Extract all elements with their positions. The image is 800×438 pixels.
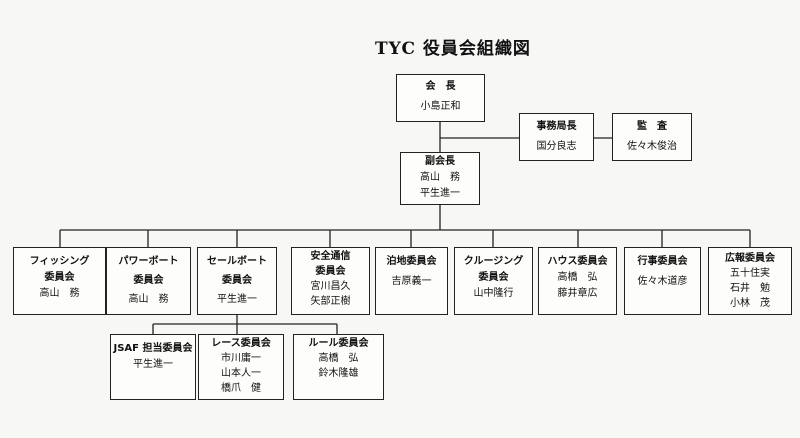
vice-chair-member: 平生進一 [420,188,460,199]
committee-safety-comm: 安全通信 委員会 宮川昌久 矢部正樹 [291,247,370,315]
committee-title: 委員会 [478,272,509,283]
committee-title: 安全通信 [310,251,351,262]
committee-title: 広報委員会 [725,253,775,264]
subcommittee-title: レース委員会 [211,338,271,349]
committee-title: 委員会 [133,275,164,286]
subcommittee-rules: ルール委員会 高橋 弘 鈴木隆雄 [293,334,384,400]
auditor-member: 佐々木俊治 [627,141,677,152]
committee-member: 高橋 弘 [557,272,598,283]
subcommittee-member: 高橋 弘 [318,353,359,364]
chair-title: 会 長 [425,81,456,92]
chair-member: 小島正和 [420,101,461,112]
committee-member: 高山 務 [128,294,169,305]
subcommittee-title: ルール委員会 [308,338,369,349]
chart-title: TYC 役員会組織図 [375,39,531,59]
committee-member: 矢部正樹 [310,296,351,307]
committee-member: 小林 茂 [730,298,770,309]
committee-title: パワーボート [118,256,179,267]
auditor-title: 監 査 [637,121,667,132]
committee-member: 平生進一 [217,294,257,305]
secretariat-title: 事務局長 [536,121,577,132]
committee-title: 委員会 [222,275,252,286]
committee-member: 佐々木道彦 [637,276,688,287]
committee-fishing: フィッシング 委員会 高山 務 [13,247,106,315]
committee-cruising: クルージング 委員会 山中隆行 [454,247,533,315]
committee-title: フィッシング [29,256,90,267]
committee-title: 泊地委員会 [386,256,437,267]
subcommittee-race: レース委員会 市川庸一 山本人一 橋爪 健 [198,334,284,400]
committee-member: 高山 務 [39,288,80,299]
committee-title: セールボート [207,256,267,267]
vice-chair-title: 副会長 [425,156,455,167]
committee-title: クルージング [463,256,524,267]
subcommittee-member: 平生進一 [133,359,173,370]
secretariat-member: 国分良志 [536,141,577,152]
committee-events: 行事委員会 佐々木道彦 [624,247,701,315]
committee-member: 吉原義一 [391,276,432,287]
auditor-box: 監 査 佐々木俊治 [612,113,692,161]
committee-member: 山中隆行 [473,288,514,299]
committee-title: 行事委員会 [637,256,688,267]
subcommittee-member: 橋爪 健 [221,383,261,394]
subcommittee-member: 山本人一 [221,368,261,379]
committee-house: ハウス委員会 高橋 弘 藤井章広 [538,247,617,315]
committee-title: 委員会 [315,266,346,277]
committee-powerboat: パワーボート 委員会 高山 務 [106,247,191,315]
subcommittee-member: 鈴木隆雄 [318,368,359,379]
subcommittee-jsaf: JSAF 担当委員会 平生進一 [110,334,196,400]
committee-pr: 広報委員会 五十住実 石井 勉 小林 茂 [708,247,792,315]
committee-mooring: 泊地委員会 吉原義一 [375,247,448,315]
committee-title: ハウス委員会 [547,256,608,267]
committee-member: 藤井章広 [557,288,598,299]
subcommittee-member: 市川庸一 [221,353,261,364]
committee-member: 宮川昌久 [310,281,351,292]
committee-member: 石井 勉 [730,283,770,294]
vice-chair-box: 副会長 高山 務 平生進一 [400,152,480,205]
secretariat-box: 事務局長 国分良志 [519,113,594,161]
vice-chair-member: 高山 務 [420,172,460,183]
chair-box: 会 長 小島正和 [396,74,485,122]
subcommittee-title: JSAF 担当委員会 [113,343,193,354]
committee-sailboat: セールボート 委員会 平生進一 [197,247,277,315]
committee-member: 五十住実 [730,268,770,279]
committee-title: 委員会 [44,272,75,283]
